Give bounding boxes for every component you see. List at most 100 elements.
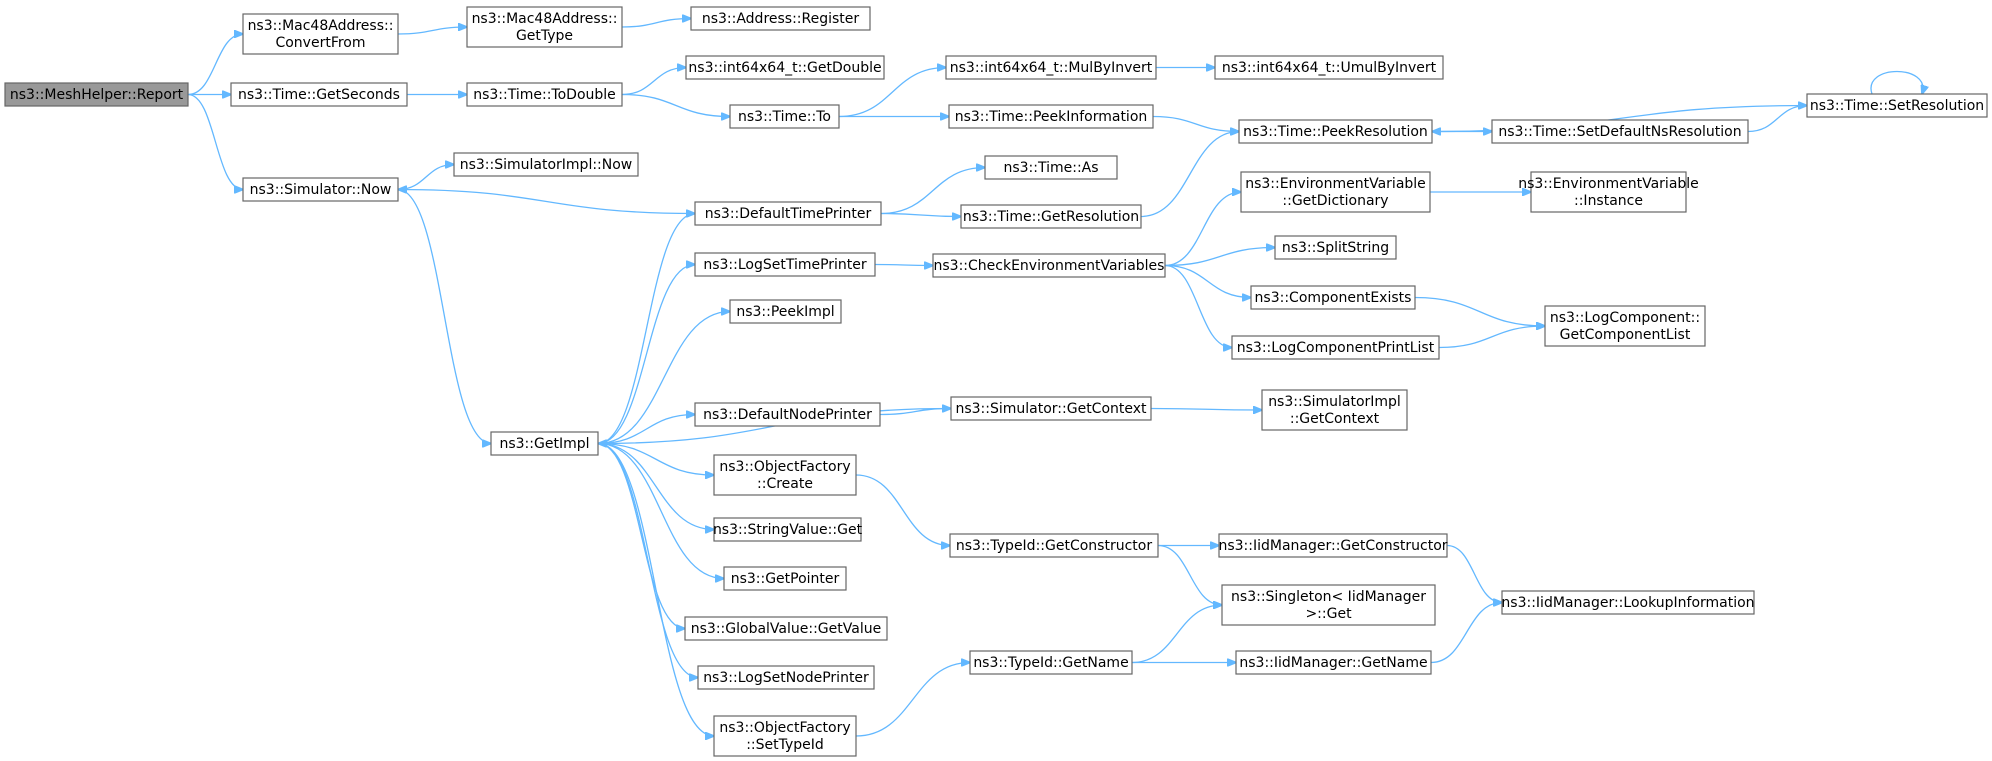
node-label: ns3::StringValue::Get bbox=[713, 522, 863, 538]
node-box[interactable] bbox=[960, 204, 1142, 229]
node-singleton-get[interactable]: ns3::Singleton< IidManager>::Get bbox=[1221, 584, 1436, 626]
edge-time_todouble-to-time_to bbox=[621, 93, 730, 117]
node-box[interactable] bbox=[1221, 584, 1436, 626]
node-peekimpl[interactable]: ns3::PeekImpl bbox=[729, 299, 842, 324]
node-label: ns3::Time::GetResolution bbox=[963, 209, 1139, 225]
node-logcomp-printlist[interactable]: ns3::LogComponentPrintList bbox=[1231, 335, 1440, 360]
node-simimpl-getcontext[interactable]: ns3::SimulatorImpl::GetContext bbox=[1261, 389, 1408, 431]
node-box[interactable] bbox=[948, 104, 1154, 129]
node-time-setres[interactable]: ns3::Time::SetResolution bbox=[1806, 93, 1988, 118]
node-box[interactable] bbox=[453, 152, 639, 177]
node-label: ns3::GetImpl bbox=[499, 436, 589, 452]
node-box[interactable] bbox=[1806, 93, 1988, 118]
node-time-peekres[interactable]: ns3::Time::PeekResolution bbox=[1238, 119, 1433, 144]
node-time-setdefaultns[interactable]: ns3::Time::SetDefaultNsResolution bbox=[1491, 119, 1749, 144]
node-sim-getcontext[interactable]: ns3::Simulator::GetContext bbox=[950, 396, 1152, 421]
node-time-to[interactable]: ns3::Time::To bbox=[729, 104, 840, 129]
node-box[interactable] bbox=[729, 104, 840, 129]
node-box[interactable] bbox=[1218, 533, 1448, 558]
node-box[interactable] bbox=[1274, 235, 1397, 260]
node-box[interactable] bbox=[713, 454, 857, 496]
node-time-todouble[interactable]: ns3::Time::ToDouble bbox=[466, 82, 623, 107]
node-log-settimeprinter[interactable]: ns3::LogSetTimePrinter bbox=[694, 252, 876, 277]
node-report[interactable]: ns3::MeshHelper::Report bbox=[4, 82, 189, 107]
node-label: ns3::Mac48Address:: bbox=[248, 18, 394, 34]
node-simimpl-now[interactable]: ns3::SimulatorImpl::Now bbox=[453, 152, 639, 177]
node-label: ns3::DefaultTimePrinter bbox=[705, 206, 872, 222]
node-sim-now[interactable]: ns3::Simulator::Now bbox=[242, 177, 399, 202]
node-box[interactable] bbox=[690, 6, 871, 31]
node-box[interactable] bbox=[466, 82, 623, 107]
node-box[interactable] bbox=[694, 252, 876, 277]
node-addr-register[interactable]: ns3::Address::Register bbox=[690, 6, 871, 31]
node-env-getdict[interactable]: ns3::EnvironmentVariable::GetDictionary bbox=[1240, 171, 1431, 213]
node-box[interactable] bbox=[729, 299, 842, 324]
node-getimpl[interactable]: ns3::GetImpl bbox=[490, 431, 599, 456]
node-box[interactable] bbox=[684, 616, 888, 641]
node-time-getseconds[interactable]: ns3::Time::GetSeconds bbox=[230, 82, 408, 107]
node-env-instance[interactable]: ns3::EnvironmentVariable::Instance bbox=[1518, 171, 1699, 213]
node-label: ns3::ObjectFactory bbox=[719, 720, 850, 736]
node-box[interactable] bbox=[1240, 171, 1431, 213]
edge-getimpl-to-objfactory_settypeid bbox=[597, 442, 714, 737]
node-box[interactable] bbox=[713, 517, 862, 542]
node-i64-getdouble[interactable]: ns3::int64x64_t::GetDouble bbox=[685, 55, 885, 80]
node-box[interactable] bbox=[1250, 285, 1416, 310]
node-iid-lookupinfo[interactable]: ns3::IidManager::LookupInformation bbox=[1501, 590, 1755, 615]
node-box[interactable] bbox=[466, 6, 623, 48]
node-typeid-getconstructor[interactable]: ns3::TypeId::GetConstructor bbox=[949, 533, 1159, 558]
node-time-getres[interactable]: ns3::Time::GetResolution bbox=[960, 204, 1142, 229]
node-box[interactable] bbox=[1491, 119, 1749, 144]
node-box[interactable] bbox=[694, 201, 882, 226]
node-i64-mulbyinvert[interactable]: ns3::int64x64_t::MulByInvert bbox=[945, 55, 1157, 80]
node-box[interactable] bbox=[932, 253, 1166, 278]
node-box[interactable] bbox=[490, 431, 599, 456]
node-box[interactable] bbox=[694, 402, 881, 427]
node-box[interactable] bbox=[1261, 389, 1408, 431]
node-box[interactable] bbox=[713, 715, 857, 757]
node-box[interactable] bbox=[1530, 171, 1687, 213]
node-box[interactable] bbox=[984, 155, 1118, 180]
node-mac-convert[interactable]: ns3::Mac48Address::ConvertFrom bbox=[242, 13, 399, 55]
node-label: ::Instance bbox=[1574, 193, 1643, 209]
node-box[interactable] bbox=[1235, 650, 1432, 675]
node-box[interactable] bbox=[1238, 119, 1433, 144]
node-mac-gettype[interactable]: ns3::Mac48Address::GetType bbox=[466, 6, 623, 48]
node-time-as[interactable]: ns3::Time::As bbox=[984, 155, 1118, 180]
node-log-setnodeprinter[interactable]: ns3::LogSetNodePrinter bbox=[697, 665, 875, 690]
node-box[interactable] bbox=[1544, 305, 1706, 347]
node-i64-umulbyinvert[interactable]: ns3::int64x64_t::UmulByInvert bbox=[1214, 55, 1444, 80]
node-objfactory-settypeid[interactable]: ns3::ObjectFactory::SetTypeId bbox=[713, 715, 857, 757]
node-default-time-printer[interactable]: ns3::DefaultTimePrinter bbox=[694, 201, 882, 226]
node-globalvalue-getvalue[interactable]: ns3::GlobalValue::GetValue bbox=[684, 616, 888, 641]
node-iid-getconstructor[interactable]: ns3::IidManager::GetConstructor bbox=[1218, 533, 1448, 558]
node-label: ns3::EnvironmentVariable bbox=[1518, 176, 1699, 192]
node-stringvalue-get[interactable]: ns3::StringValue::Get bbox=[713, 517, 863, 542]
node-box[interactable] bbox=[1501, 590, 1755, 615]
node-box[interactable] bbox=[950, 396, 1152, 421]
node-box[interactable] bbox=[945, 55, 1157, 80]
node-label: ns3::Time::GetSeconds bbox=[238, 87, 400, 103]
node-box[interactable] bbox=[723, 566, 847, 591]
node-box[interactable] bbox=[697, 665, 875, 690]
node-box[interactable] bbox=[1231, 335, 1440, 360]
node-objfactory-create[interactable]: ns3::ObjectFactory::Create bbox=[713, 454, 857, 496]
node-box[interactable] bbox=[685, 55, 885, 80]
node-logcomp-getlist[interactable]: ns3::LogComponent::GetComponentList bbox=[1544, 305, 1706, 347]
node-component-exists[interactable]: ns3::ComponentExists bbox=[1250, 285, 1416, 310]
node-box[interactable] bbox=[4, 82, 189, 107]
node-default-node-printer[interactable]: ns3::DefaultNodePrinter bbox=[694, 402, 881, 427]
node-iid-getname[interactable]: ns3::IidManager::GetName bbox=[1235, 650, 1432, 675]
node-box[interactable] bbox=[969, 650, 1133, 675]
node-check-env[interactable]: ns3::CheckEnvironmentVariables bbox=[932, 253, 1166, 278]
node-box[interactable] bbox=[230, 82, 408, 107]
node-typeid-getname[interactable]: ns3::TypeId::GetName bbox=[969, 650, 1133, 675]
node-getpointer[interactable]: ns3::GetPointer bbox=[723, 566, 847, 591]
node-box[interactable] bbox=[949, 533, 1159, 558]
node-box[interactable] bbox=[242, 13, 399, 55]
node-time-peekinfo[interactable]: ns3::Time::PeekInformation bbox=[948, 104, 1154, 129]
node-split-string[interactable]: ns3::SplitString bbox=[1274, 235, 1397, 260]
node-box[interactable] bbox=[242, 177, 399, 202]
node-box[interactable] bbox=[1214, 55, 1444, 80]
